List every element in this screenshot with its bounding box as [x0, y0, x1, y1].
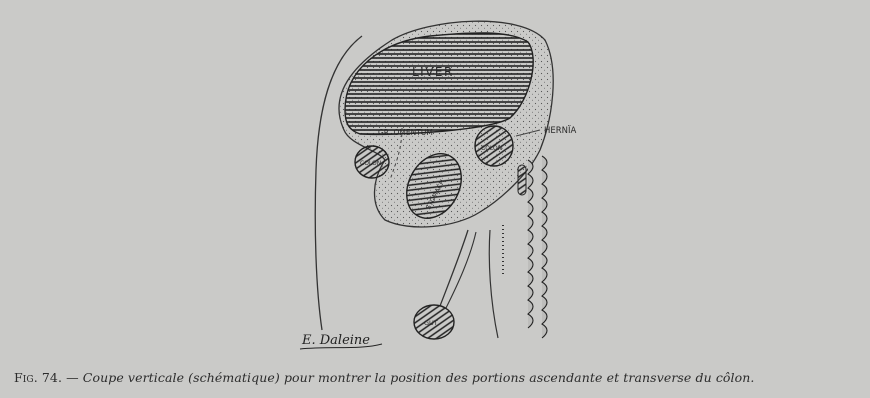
figure-caption: Fig. 74. — Coupe verticale (schématique)… — [14, 370, 864, 385]
anatomical-figure: LIVER GR. OMENTUM HERNÏA COLON COLON STO… — [0, 0, 870, 360]
label-gut: GUT — [424, 319, 438, 327]
label-omentum: GR. OMENTUM — [378, 128, 433, 137]
artist-signature: E. Daleine — [301, 333, 370, 348]
label-colon-left: COLON — [360, 160, 381, 167]
caption-dash: — — [62, 370, 83, 385]
spine — [528, 156, 547, 338]
mesentery-inner — [446, 232, 476, 308]
figure-number: Fig. 74. — [14, 370, 62, 385]
vessel-1 — [489, 230, 498, 338]
label-liver: LIVER — [412, 65, 454, 79]
label-colon-right: COLON — [481, 145, 502, 152]
label-hernia: HERNÏA — [544, 125, 577, 136]
caption-text: Coupe verticale (schématique) pour montr… — [83, 370, 755, 385]
aorta — [518, 165, 526, 195]
liver — [345, 33, 533, 134]
